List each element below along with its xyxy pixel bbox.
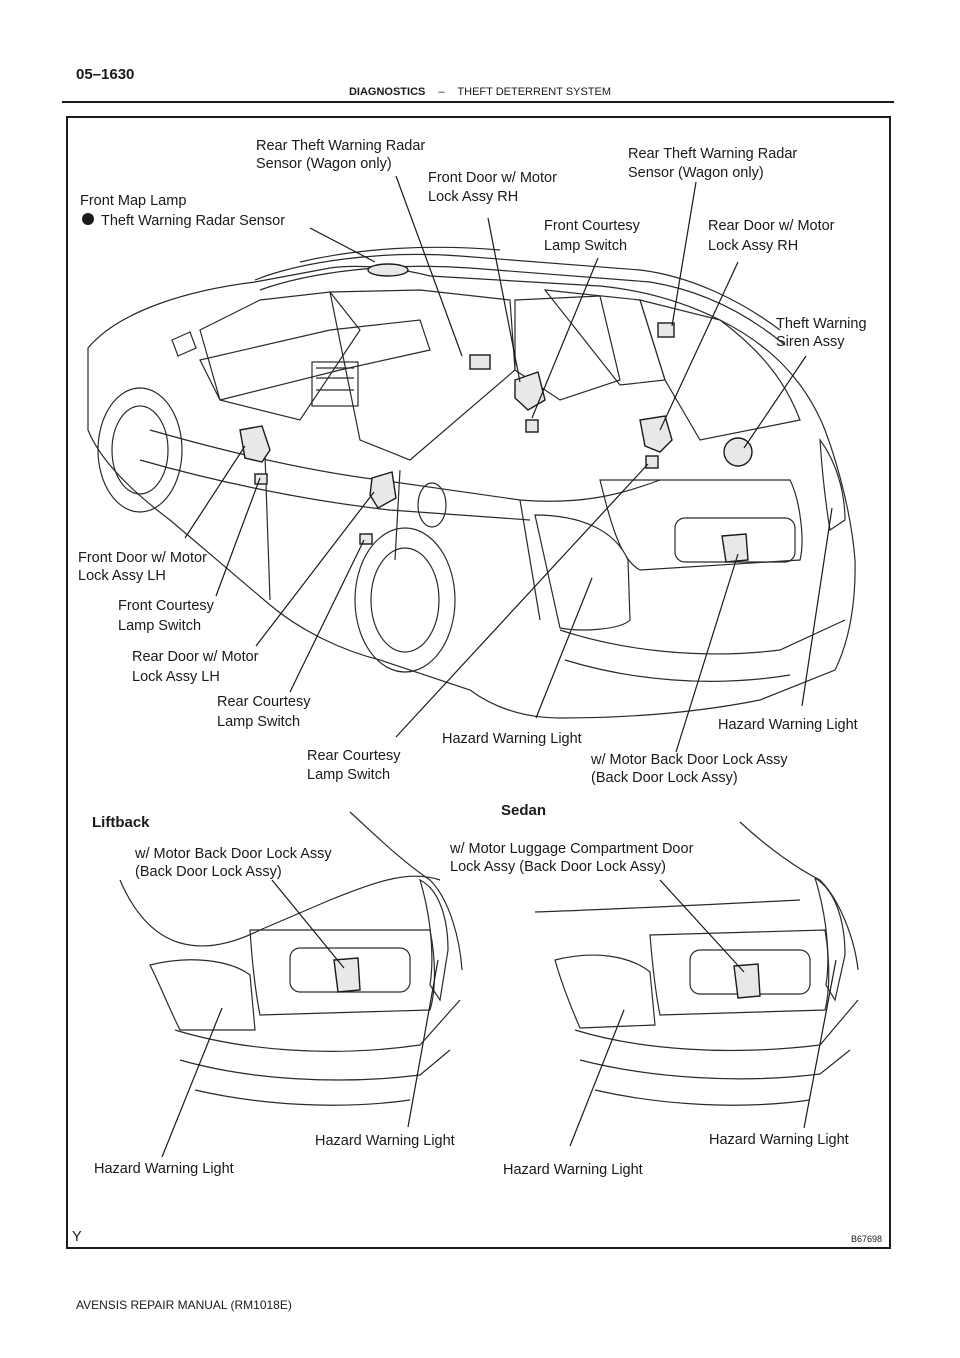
liftback-illustration <box>119 811 463 1158</box>
label-front-door-lh-1: Front Door w/ Motor <box>78 550 207 566</box>
figure-code: B67698 <box>851 1234 882 1244</box>
label-rear-courtesy-l-1: Rear Courtesy <box>217 694 311 710</box>
label-rear-door-rh-2: Lock Assy RH <box>708 238 798 254</box>
sedan-label-hazard-right: Hazard Warning Light <box>709 1132 849 1148</box>
label-front-courtesy-r-2: Lamp Switch <box>544 238 627 254</box>
label-rear-courtesy-l-2: Lamp Switch <box>217 714 300 730</box>
label-theft-radar-sensor: Theft Warning Radar Sensor <box>101 213 285 229</box>
label-rear-door-rh-1: Rear Door w/ Motor <box>708 218 835 234</box>
label-back-door-1: w/ Motor Back Door Lock Assy <box>590 752 788 768</box>
liftback-label-back-door-2: (Back Door Lock Assy) <box>135 864 282 880</box>
wagon-illustration <box>87 175 856 753</box>
label-rear-courtesy-r-2: Lamp Switch <box>307 767 390 783</box>
label-rear-radar-left-1: Rear Theft Warning Radar <box>256 138 425 154</box>
label-siren-1: Theft Warning <box>776 316 867 332</box>
label-siren-2: Siren Assy <box>776 334 845 350</box>
section-title: DIAGNOSTICS <box>348 86 426 98</box>
label-front-courtesy-l-1: Front Courtesy <box>118 598 215 614</box>
liftback-label-back-door-1: w/ Motor Back Door Lock Assy <box>134 846 332 862</box>
label-rear-courtesy-r-1: Rear Courtesy <box>307 748 401 764</box>
sedan-label-hazard-left: Hazard Warning Light <box>503 1162 643 1178</box>
label-hazard-center: Hazard Warning Light <box>442 731 582 747</box>
header-separator: – <box>438 86 445 98</box>
label-rear-door-lh-1: Rear Door w/ Motor <box>132 649 259 665</box>
sedan-title: Sedan <box>501 802 546 819</box>
subsection-title: THEFT DETERRENT SYSTEM <box>457 86 612 98</box>
label-rear-radar-left-2: Sensor (Wagon only) <box>256 156 392 172</box>
section-header: DIAGNOSTICS – THEFT DETERRENT SYSTEM <box>0 86 960 98</box>
sedan-label-luggage-2: Lock Assy (Back Door Lock Assy) <box>450 859 666 875</box>
label-hazard-right: Hazard Warning Light <box>718 717 858 733</box>
label-rear-radar-right-1: Rear Theft Warning Radar <box>628 146 797 162</box>
liftback-label-hazard-right: Hazard Warning Light <box>315 1133 455 1149</box>
label-front-door-lh-2: Lock Assy LH <box>78 568 166 584</box>
page-number: 05–1630 <box>76 66 135 83</box>
bullet-dot-icon <box>82 213 94 225</box>
label-front-door-rh-1: Front Door w/ Motor <box>428 170 557 186</box>
figure-frame <box>66 116 891 1249</box>
header-rule <box>62 101 894 103</box>
label-front-door-rh-2: Lock Assy RH <box>428 189 518 205</box>
sedan-label-luggage-1: w/ Motor Luggage Compartment Door <box>449 841 694 857</box>
label-rear-radar-right-2: Sensor (Wagon only) <box>628 165 764 181</box>
label-rear-door-lh-2: Lock Assy LH <box>132 669 220 685</box>
liftback-title: Liftback <box>92 814 150 831</box>
label-front-map-lamp: Front Map Lamp <box>80 193 186 209</box>
sedan-illustration <box>534 821 859 1147</box>
liftback-label-hazard-left: Hazard Warning Light <box>94 1161 234 1177</box>
label-front-courtesy-l-2: Lamp Switch <box>118 618 201 634</box>
manual-footer: AVENSIS REPAIR MANUAL (RM1018E) <box>76 1298 292 1312</box>
corner-mark: Y <box>72 1229 82 1245</box>
label-back-door-2: (Back Door Lock Assy) <box>591 770 738 786</box>
label-front-courtesy-r-1: Front Courtesy <box>544 218 641 234</box>
